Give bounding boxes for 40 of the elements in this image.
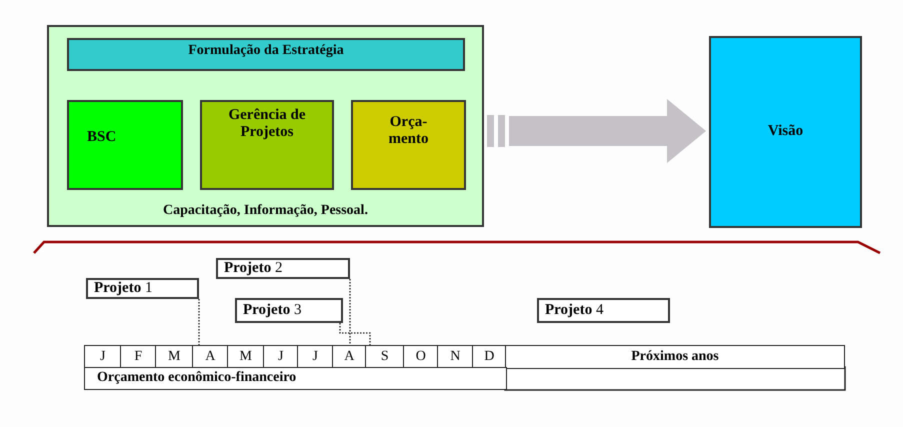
box-label: BSC — [86, 128, 116, 146]
box-label: Projeto 2 — [223, 260, 284, 278]
box-label: F — [133, 348, 144, 365]
box-label: Próximos anos — [630, 348, 720, 365]
box-label: Visão — [766, 123, 804, 141]
project-box — [86, 278, 199, 299]
box-label: D — [483, 348, 496, 365]
dotted-connector — [349, 279, 351, 345]
table-cell — [84, 367, 506, 390]
box-label: Gerência de Projetos — [227, 106, 307, 142]
box-label: Projeto 1 — [93, 280, 154, 298]
process-box — [200, 100, 334, 190]
box-label: Formulação da Estratégia — [188, 42, 344, 60]
project-box — [216, 258, 350, 279]
box-label: S — [380, 348, 390, 365]
box-label: Projeto 3 — [242, 302, 302, 320]
box-label: A — [204, 348, 216, 365]
box-label: M — [238, 348, 253, 365]
project-box — [537, 298, 670, 323]
block-arrow — [487, 99, 706, 163]
box-label: Projeto 4 — [544, 302, 604, 320]
project-box — [235, 298, 343, 323]
dotted-connector — [339, 323, 371, 345]
dotted-connector — [198, 299, 200, 345]
box-label: J — [99, 348, 106, 365]
container-box — [47, 25, 484, 227]
box-label: N — [449, 348, 462, 365]
box-label: Capacitação, Informação, Pessoal. — [163, 202, 368, 220]
process-box — [67, 100, 183, 190]
box-label: J — [277, 348, 284, 365]
box-label: A — [343, 348, 356, 365]
box-label: Orçamento econômico-financeiro — [96, 370, 298, 387]
process-box — [709, 36, 862, 228]
box-label: Orça- mento — [388, 113, 430, 148]
box-label: J — [312, 348, 319, 365]
process-box — [351, 100, 466, 190]
box-label: O — [414, 348, 427, 365]
table-cell — [505, 345, 845, 368]
process-box — [67, 38, 465, 71]
box-label: M — [167, 348, 182, 365]
